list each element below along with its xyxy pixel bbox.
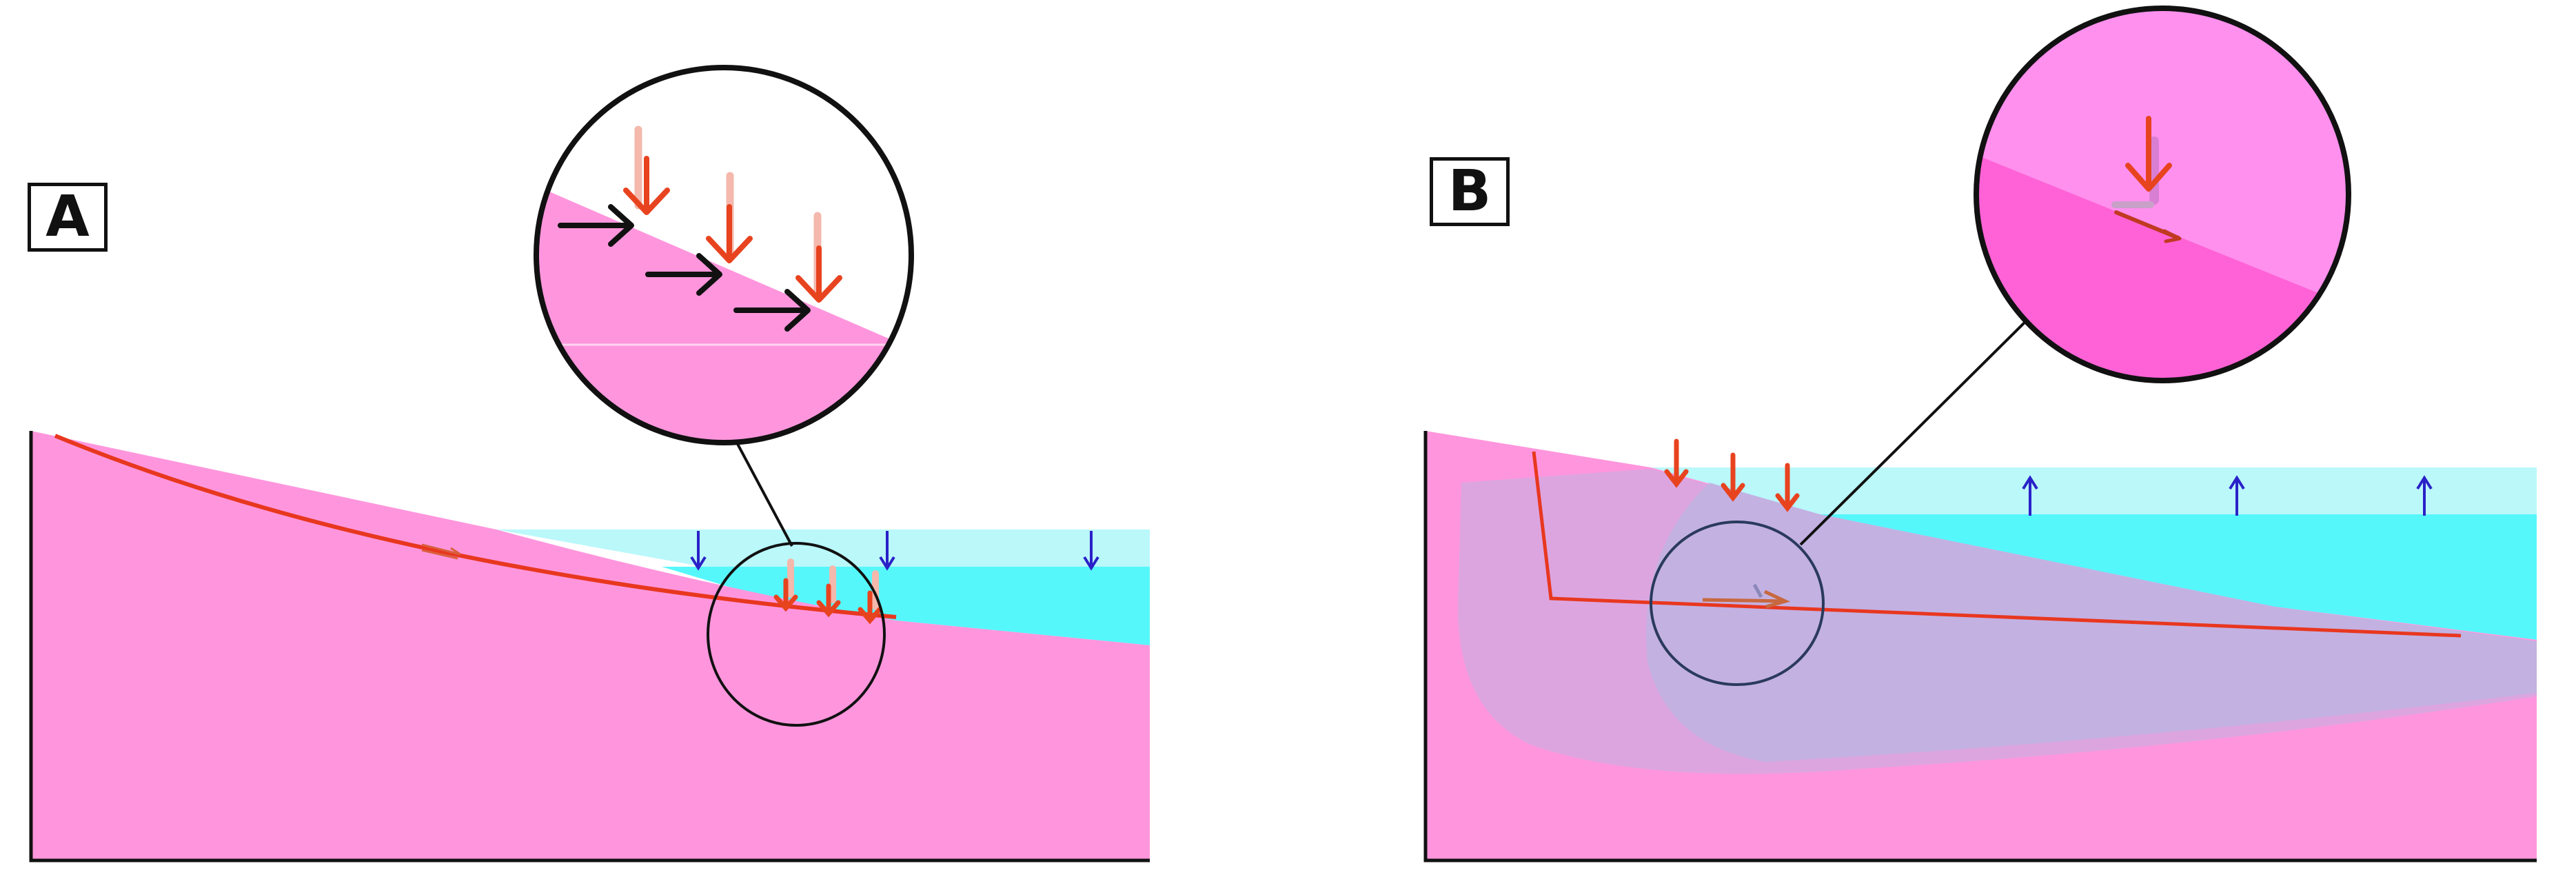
panel-a-water-arrows (690, 531, 1099, 571)
red-down-arrow-icon (1664, 438, 1689, 488)
panel-a-fault-slip-icon (421, 543, 461, 560)
panel-a-inset (534, 65, 914, 445)
panel-a-label: A (28, 183, 108, 252)
pressure-arrow-icon (733, 212, 842, 332)
pressure-arrow-icon (558, 125, 670, 247)
blue-up-arrow-icon (2022, 475, 2038, 516)
panel-b-water-light (1651, 467, 2537, 514)
panel-b-inset-border (1974, 6, 2351, 383)
panel-a-connector (731, 433, 793, 547)
panel-b-fault (1532, 451, 2462, 638)
panel-a-inset-border (534, 65, 914, 445)
panel-a-inset-arrows (558, 125, 842, 332)
panel-b-water-dark (1820, 514, 2537, 640)
red-down-arrow-icon (773, 558, 798, 612)
blue-up-arrow-icon (2229, 475, 2245, 516)
panel-a-crust (31, 431, 1150, 860)
pressure-arrow-icon (645, 172, 753, 296)
panel-b-inset-arrows (2111, 116, 2182, 243)
panel-a-load-arrows (773, 558, 882, 625)
red-down-arrow-icon (1721, 452, 1745, 502)
panel-b-fault-slip-icon (1702, 583, 1791, 609)
panel-a-axes (29, 431, 1150, 862)
red-down-arrow-icon (1775, 463, 1800, 512)
panel-a (29, 65, 1150, 862)
blue-up-arrow-icon (2416, 475, 2433, 516)
panel-b-load-arrows (1664, 438, 1800, 512)
blue-down-arrow-icon (1083, 531, 1099, 571)
panel-b-water-arrows (2022, 475, 2433, 516)
red-down-arrow-icon (858, 570, 882, 625)
panel-b-axes (1423, 431, 2537, 862)
panel-b (1423, 6, 2537, 862)
red-down-arrow-icon (2125, 116, 2172, 205)
panel-b-connector (1799, 305, 2042, 546)
panel-b-inset-lower-crust (1976, 153, 2349, 381)
panel-b-focus-circle (1650, 521, 1825, 686)
red-down-arrow-icon (816, 565, 841, 618)
panel-a-focus-circle (707, 542, 886, 727)
panel-a-fault (54, 434, 897, 619)
blue-down-arrow-icon (879, 531, 895, 571)
panel-b-inset (1974, 6, 2351, 383)
panel-a-inset-crust (536, 181, 911, 443)
panel-b-label: B (1430, 157, 1510, 226)
slip-arrow-icon (2111, 201, 2182, 243)
blue-down-arrow-icon (690, 531, 707, 571)
